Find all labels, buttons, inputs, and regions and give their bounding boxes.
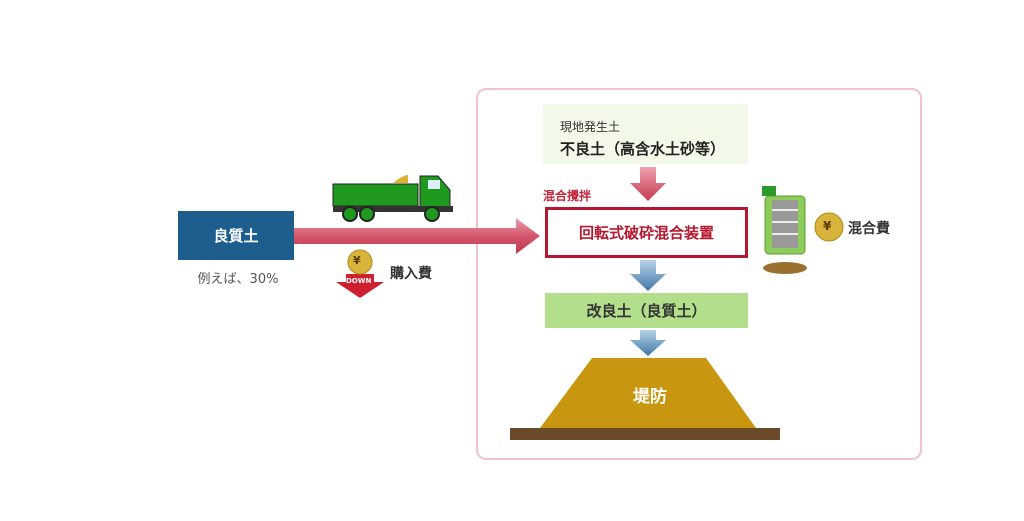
yen-coin-icon: ¥ [353,254,361,267]
machine-box: 回転式破砕混合装置 [545,207,748,258]
source-soil-box: 現地発生土 不良土（高含水土砂等） [543,104,748,164]
good-soil-example: 例えば、30% [197,272,279,287]
purchase-cost-label: 購入費 [390,266,432,282]
mixing-label: 混合攪拌 [543,189,592,203]
improved-soil-box: 改良土（良質土） [545,293,748,328]
arrow-right-pink [294,218,540,254]
arrow-down-red [630,167,666,201]
yen-coin-mixing [814,212,844,242]
mixer-machine-icon [762,186,807,274]
source-soil-title: 不良土（高含水土砂等） [560,140,726,158]
levee-shape [510,358,780,440]
levee-label: 堤防 [633,387,667,407]
down-arrow-badge [336,249,384,298]
source-soil-label: 現地発生土 [560,120,621,134]
process-frame [476,88,922,460]
arrow-down-blue-1 [630,260,666,291]
good-soil-box: 良質土 [178,211,294,260]
down-badge-label: DOWN [346,277,372,285]
mixing-cost-label: 混合費 [848,221,890,237]
yen-coin-icon-mixing: ¥ [823,219,832,233]
dump-truck-icon [332,175,453,222]
arrow-down-blue-2 [630,330,666,356]
